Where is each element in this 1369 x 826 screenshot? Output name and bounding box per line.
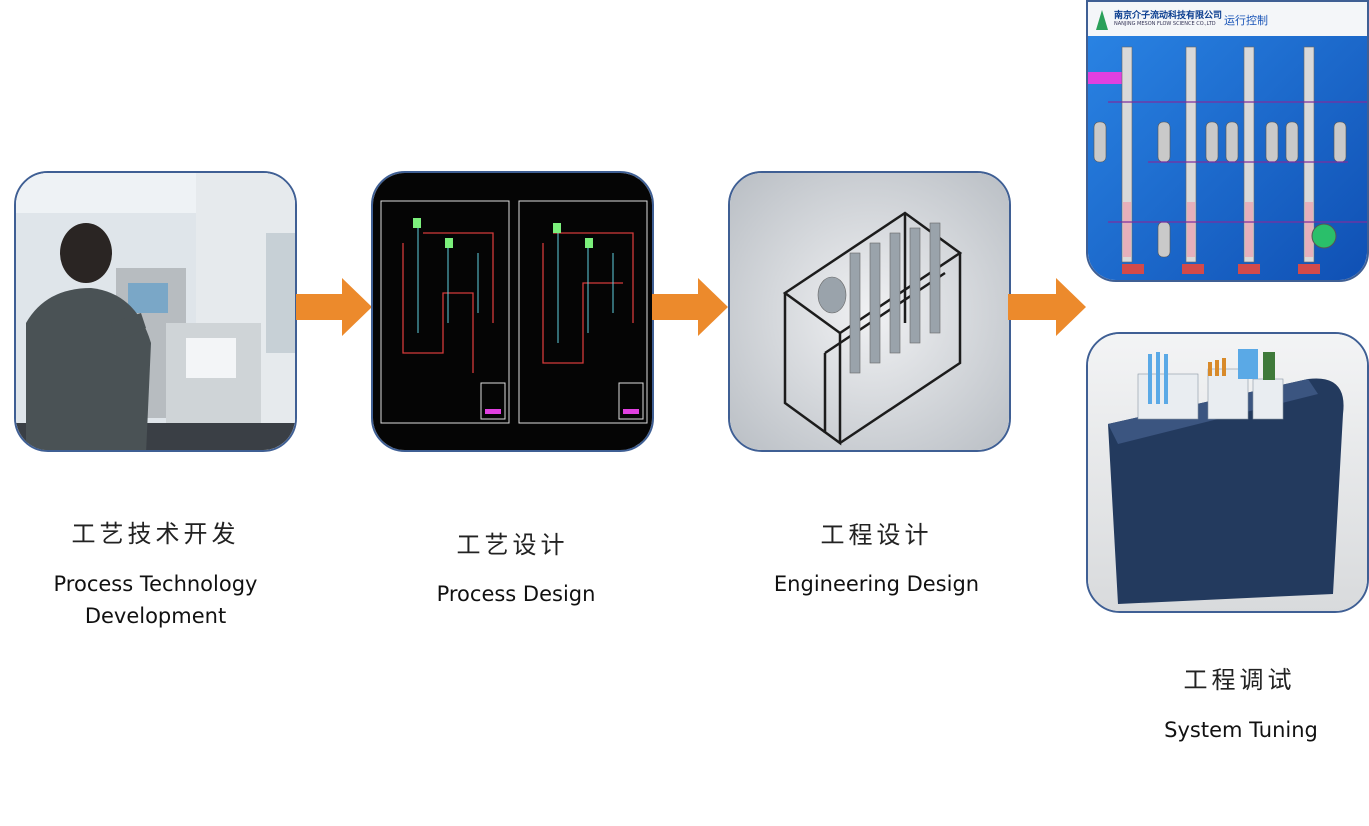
- stage-1-title-en-line-1: Process Technology: [53, 572, 258, 596]
- stage-2-title-en: Process Design: [436, 582, 596, 606]
- stage-1-title-cn: 工艺技术开发: [71, 520, 240, 548]
- arrow-right-icon: [652, 278, 728, 336]
- lab-operator-photo: [14, 171, 297, 452]
- system-render: [1086, 332, 1369, 613]
- control-screen: 南京介子流动科技有限公司 NANJING MESON FLOW SCIENCE …: [1086, 0, 1369, 282]
- screen-title: 运行控制: [1224, 14, 1268, 27]
- stage-3-title-en: Engineering Design: [773, 572, 980, 596]
- stage-1-title-en: Process Technology Development: [0, 568, 311, 632]
- process-flow-drawing: [371, 171, 654, 452]
- arrow-right-icon: [1008, 278, 1086, 336]
- stage-1-title-en-line-2: Development: [84, 604, 227, 628]
- arrow-right-icon: [296, 278, 372, 336]
- stage-3-title-cn: 工程设计: [820, 521, 933, 549]
- company-name: 南京介子流动科技有限公司: [1114, 11, 1223, 21]
- stage-4-title-cn: 工程调试: [1183, 666, 1296, 694]
- company-name-en: NANJING MESON FLOW SCIENCE CO.,LTD: [1114, 21, 1216, 27]
- skid-3d-model: [728, 171, 1011, 452]
- stage-2-title-cn: 工艺设计: [456, 531, 569, 559]
- stage-4-title-en: System Tuning: [1164, 718, 1318, 742]
